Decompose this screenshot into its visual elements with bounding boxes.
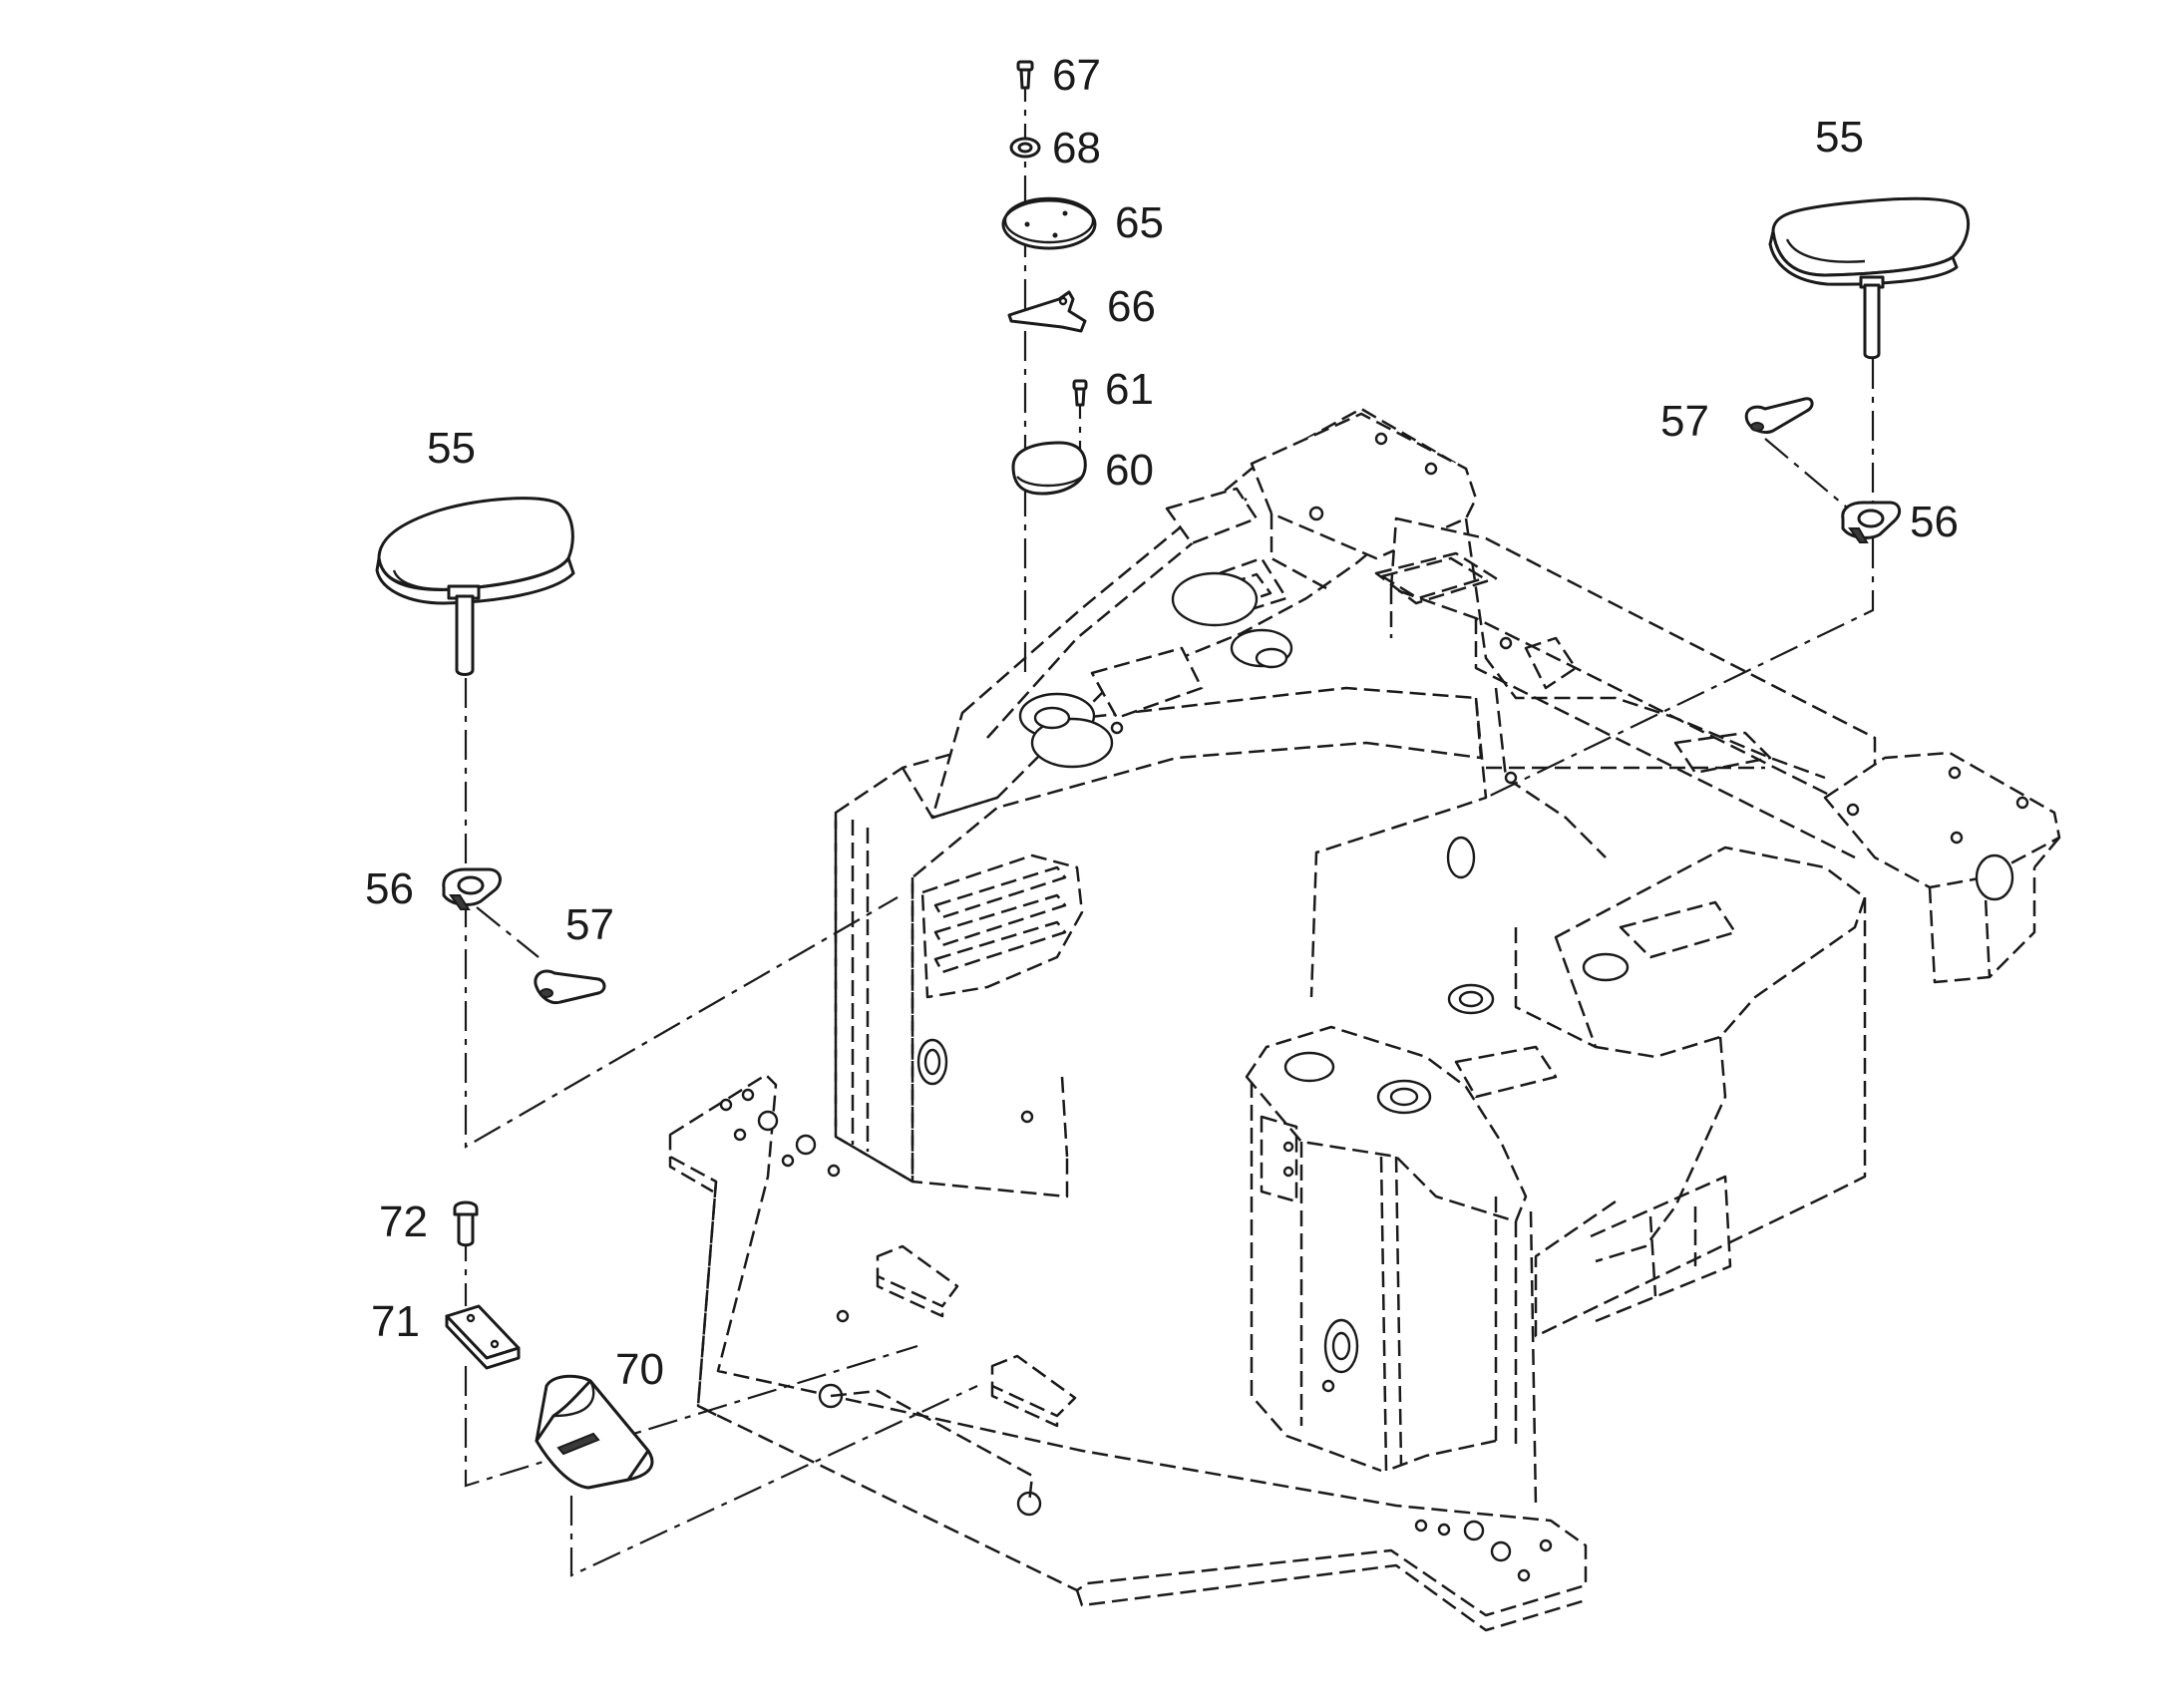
right-console [1554, 846, 1867, 1059]
callout-61: 61 [1105, 365, 1154, 414]
part-70-block [535, 1374, 654, 1490]
base-pad-1 [876, 1244, 959, 1308]
part-72-bolt [453, 1200, 479, 1247]
top-box [1250, 412, 1478, 560]
callout-71: 71 [371, 1297, 420, 1346]
part-56-right-clamp [1841, 501, 1902, 543]
callout-56-right: 56 [1910, 498, 1959, 546]
callout-labels: 67 68 65 66 61 60 55 57 56 55 56 57 72 7… [365, 51, 1959, 1394]
part-65-cover [1001, 196, 1097, 250]
callout-65: 65 [1115, 198, 1164, 247]
callout-70: 70 [615, 1345, 664, 1394]
cross-beam [1389, 516, 1877, 810]
part-57-left-lever [534, 969, 606, 1005]
plate-holes [719, 1088, 1553, 1582]
callout-66: 66 [1107, 282, 1156, 331]
part-56-left-clamp [442, 867, 502, 910]
part-71-plate [445, 1304, 521, 1370]
part-67-screw [1016, 60, 1034, 90]
part-55-right-handle [1768, 196, 1970, 360]
part-55-left-handle [375, 497, 575, 676]
part-68-washer [1009, 137, 1041, 159]
frame-assembly [668, 407, 2061, 1632]
left-vent [920, 854, 1084, 999]
callout-55-left: 55 [427, 424, 476, 473]
callout-56-left: 56 [365, 864, 414, 913]
callout-60: 60 [1105, 446, 1154, 495]
part-61-screw [1072, 379, 1088, 407]
callout-72: 72 [379, 1197, 428, 1246]
part-60-cap [1011, 441, 1087, 496]
base-pad-2 [990, 1354, 1077, 1418]
callout-67: 67 [1052, 51, 1101, 100]
assembly-lines [464, 72, 1875, 1577]
callout-68: 68 [1052, 124, 1101, 172]
callout-57-left: 57 [565, 900, 614, 949]
callout-55-right: 55 [1815, 113, 1864, 162]
part-66-bracket [1007, 290, 1087, 333]
callout-57-right: 57 [1660, 397, 1709, 446]
right-bracket [1823, 751, 2061, 889]
part-57-right-lever [1744, 397, 1814, 435]
